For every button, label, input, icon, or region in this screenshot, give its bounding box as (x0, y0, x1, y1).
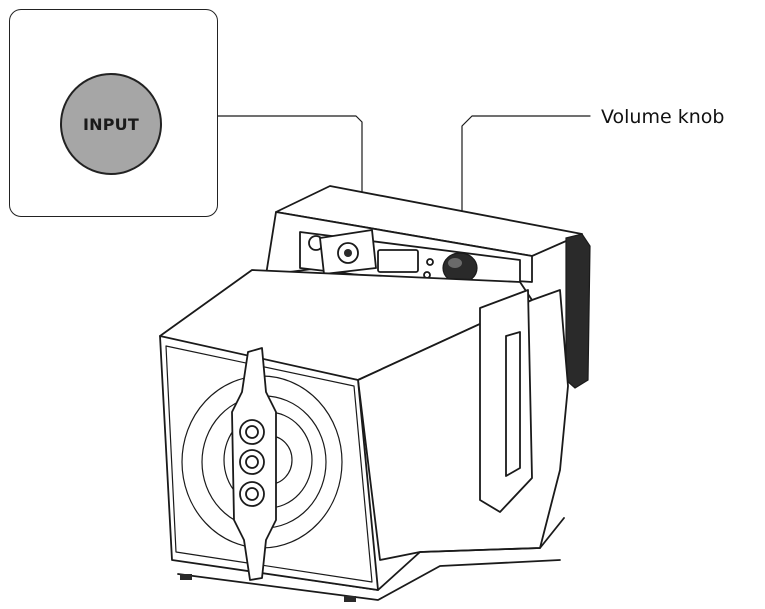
device-front-bevel (165, 345, 373, 583)
handle-port-middle-inner (245, 455, 259, 469)
foot-right (344, 596, 356, 602)
input-button-closeup: INPUT (60, 73, 162, 175)
foot-left (180, 574, 192, 580)
side-handle-inner (505, 331, 521, 477)
input-leader-line (217, 115, 363, 233)
display-window (377, 249, 419, 273)
device-input-button-center (344, 249, 352, 257)
handle-port-top-inner (245, 425, 259, 439)
device-base-shadow (177, 559, 561, 601)
handle-port-top (239, 419, 265, 445)
handle-port-bottom-inner (245, 487, 259, 501)
volume-knob-label: Volume knob (601, 106, 725, 128)
input-button-label: INPUT (83, 114, 139, 134)
input-callout-panel: INPUT (9, 9, 218, 217)
volume-knob-highlight (448, 258, 462, 268)
indicator-led-top (426, 258, 434, 266)
volume-knob-leader-line (461, 115, 591, 251)
handle-port-bottom (239, 481, 265, 507)
device-rear-band (565, 233, 591, 389)
handle-port-middle (239, 449, 265, 475)
